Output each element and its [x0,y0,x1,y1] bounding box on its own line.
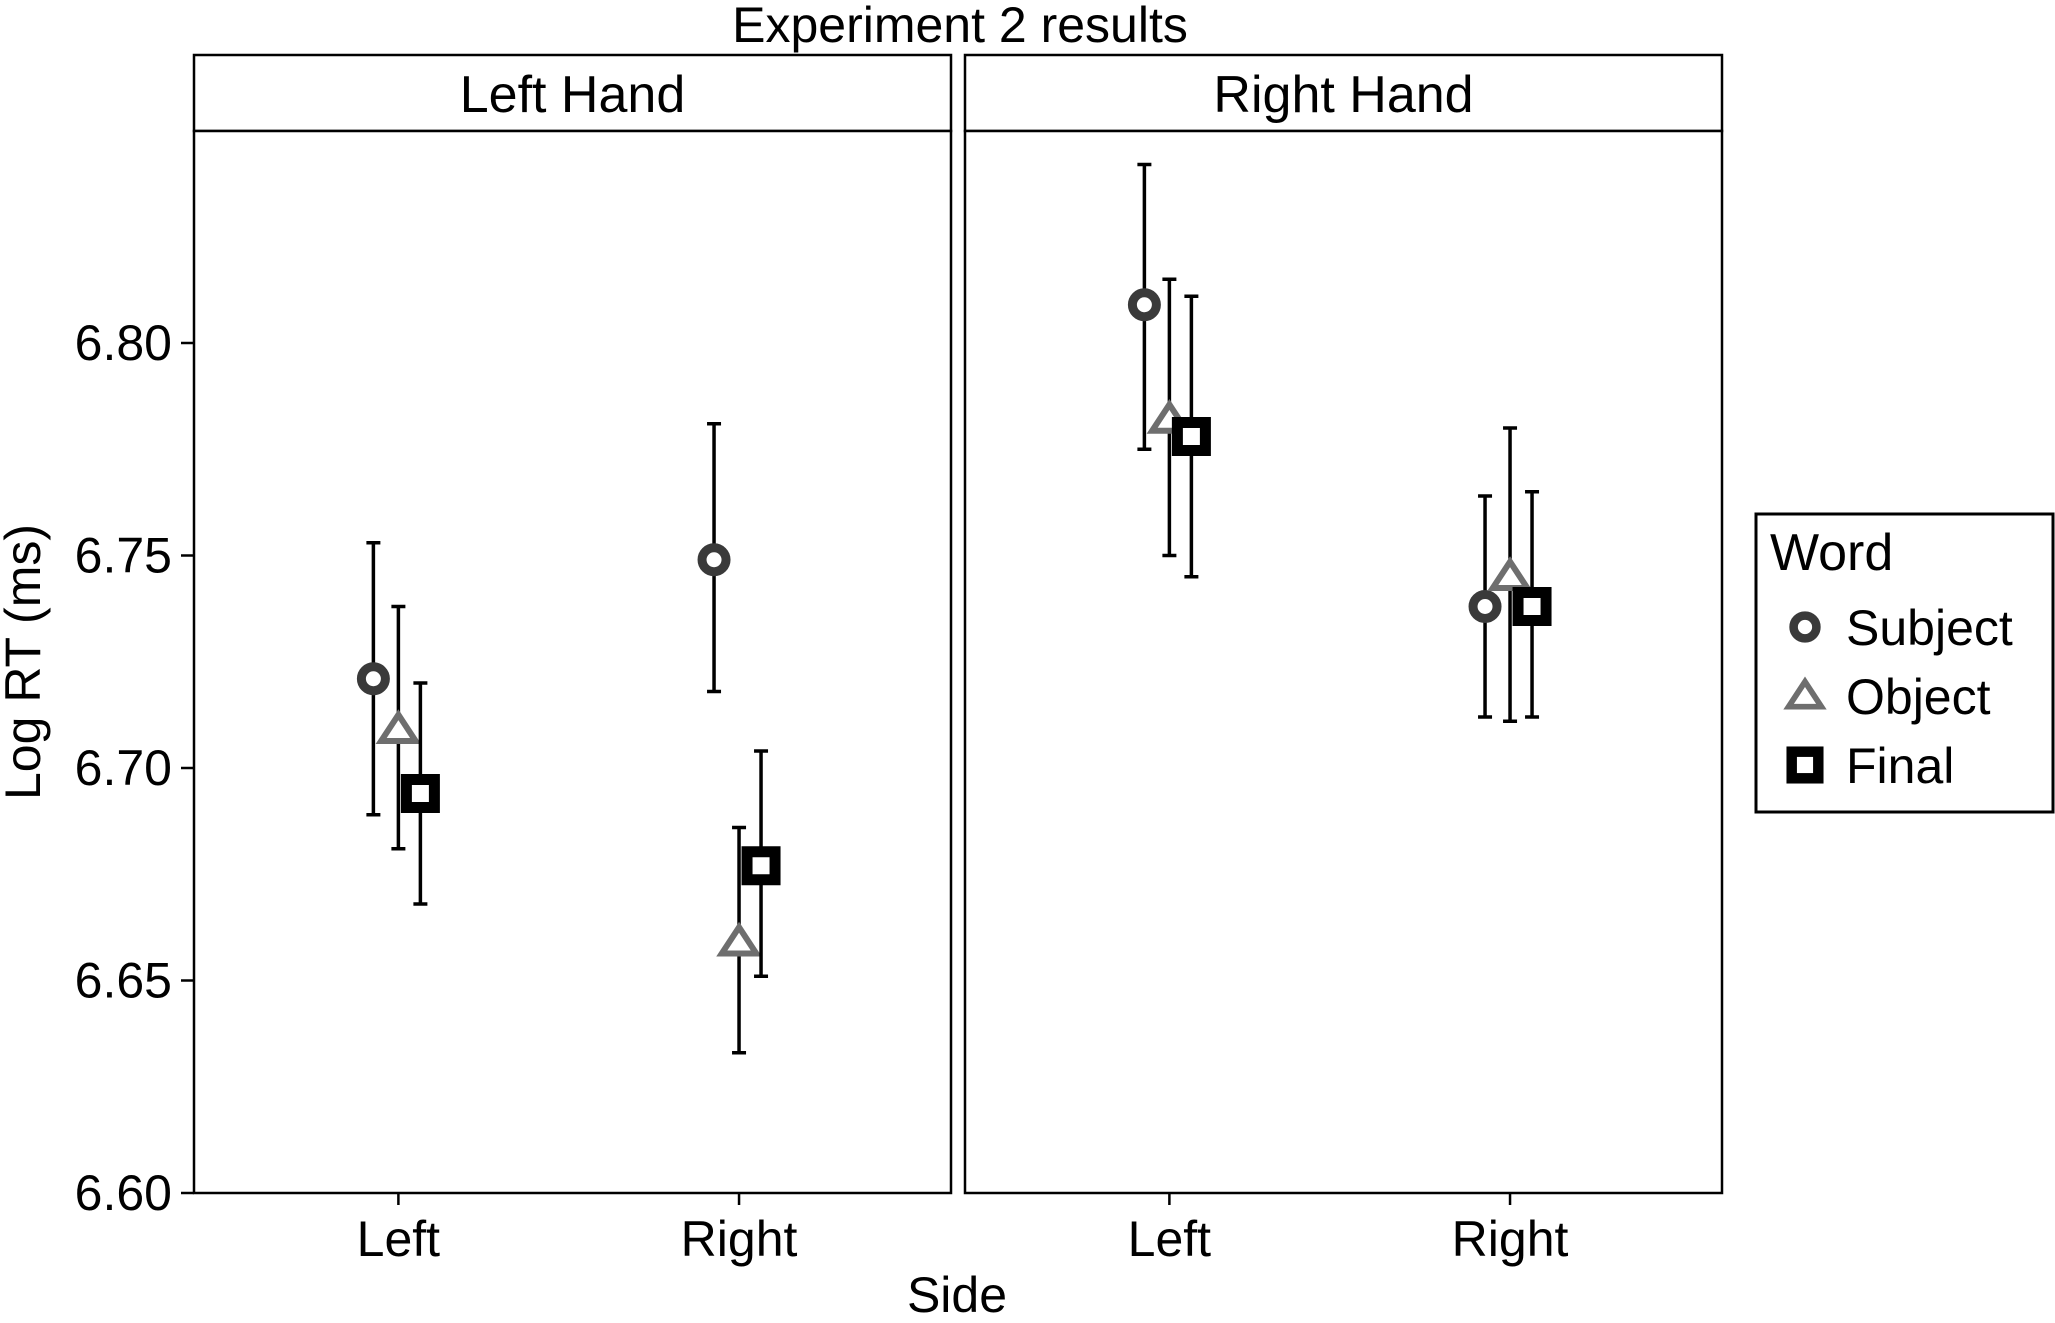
legend-key-object [1783,676,1827,710]
x-tick-label: Right [1452,1211,1569,1267]
y-tick-label: 6.65 [75,953,172,1009]
legend-key-final [1786,746,1824,784]
plot-panel-frame [963,129,1724,1195]
x-tick-label: Left [1128,1211,1212,1267]
data-point-subject [356,662,390,696]
legend-label-subject: Subject [1846,600,2013,656]
data-point-final [1171,417,1211,456]
legend-label-final: Final [1846,738,1954,794]
y-tick-label: 6.70 [75,740,172,796]
data-point-subject [1468,590,1502,623]
data-point-object [716,921,762,957]
facet-strip [192,53,953,133]
data-point-subject [1127,288,1161,322]
data-point-final [400,774,440,813]
y-tick-label: 6.75 [75,528,172,584]
y-tick-label: 6.60 [75,1165,172,1221]
chart-title: Experiment 2 results [732,0,1188,53]
data-point-final [1512,587,1552,626]
legend-title: Word [1770,524,1893,582]
plot-panel-frame [192,129,953,1195]
data-point-subject [697,543,731,577]
facet-strip [963,53,1724,133]
y-tick-label: 6.80 [75,315,172,371]
data-point-object [375,709,422,744]
facet-strip-label: Left Hand [460,66,686,124]
x-tick-label: Left [357,1211,441,1267]
data-point-object [1487,556,1533,591]
facet-strip-label: Right Hand [1213,66,1473,124]
data-point-final [741,846,781,886]
x-axis-title: Side [907,1267,1007,1318]
x-tick-label: Right [681,1211,798,1267]
y-axis-title: Log RT (ms) [0,524,51,800]
y-axis: 6.60 6.65 6.70 6.75 6.80 [75,315,194,1221]
legend-key-subject [1789,611,1821,643]
legend-label-object: Object [1846,669,1991,725]
